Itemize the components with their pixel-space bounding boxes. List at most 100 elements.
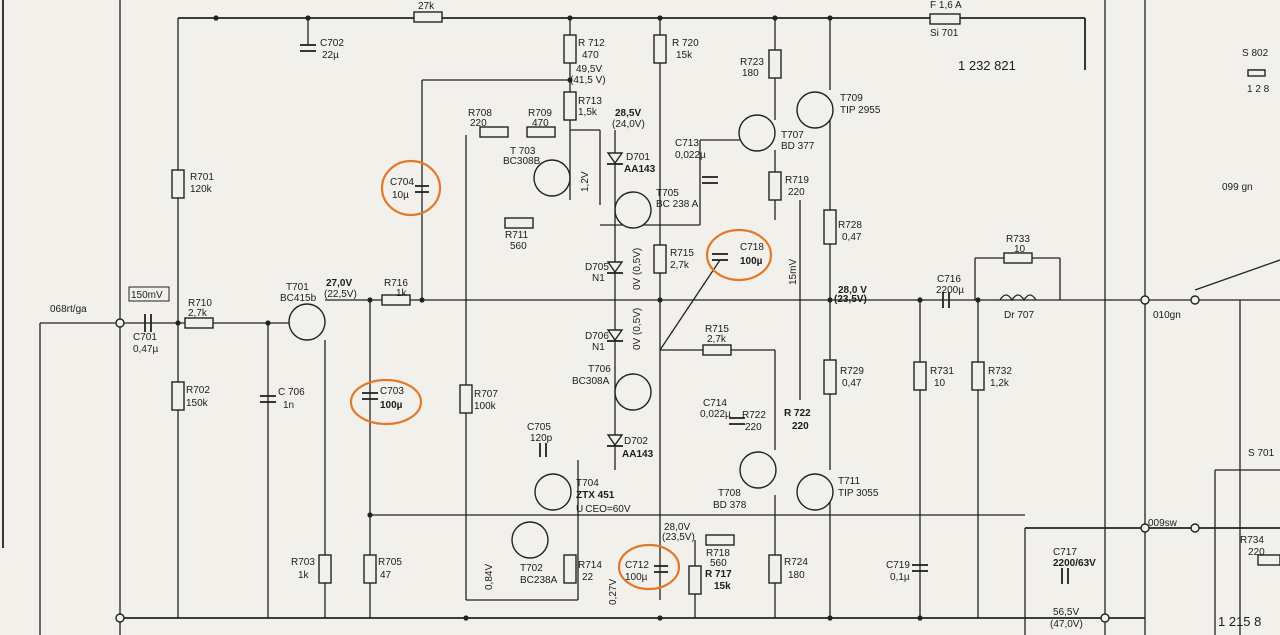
t701-id: T701: [286, 282, 309, 293]
choke-label: Dr 707: [1004, 310, 1034, 321]
diode-symbols: [606, 152, 624, 447]
t708-type: BD 378: [713, 500, 747, 511]
t709-type: TIP 2955: [840, 105, 881, 116]
r719-value: 220: [788, 187, 805, 198]
d705-id: D705: [585, 262, 609, 273]
c712-id: C712: [625, 560, 649, 571]
r708-id: R708: [468, 108, 492, 119]
t711-id: T711: [838, 476, 860, 487]
r703-id: R703: [291, 557, 315, 568]
t701-type: BC415b: [280, 293, 317, 304]
r728-id: R728: [838, 220, 862, 231]
t708-id: T708: [718, 488, 741, 499]
r707-value: 100k: [474, 401, 497, 412]
c714-id: C714: [703, 398, 727, 409]
c702-id: C702: [320, 38, 344, 49]
v-t701-nominal: 27,0V: [326, 278, 352, 289]
r713-id: R713: [578, 96, 602, 107]
t705-id: T705: [656, 188, 679, 199]
t703-id: T 703: [510, 146, 536, 157]
fuse-id: Si 701: [930, 28, 959, 39]
c706-value: 1n: [283, 400, 294, 411]
c701-id: C701: [133, 332, 157, 343]
labels: 27k F 1,6 A Si 701 1 232 821 S 802 1 2 8…: [50, 0, 1275, 630]
r722-id: R722: [742, 410, 766, 421]
highlight-rings: [349, 159, 773, 591]
r715b-id: R715: [705, 324, 729, 335]
connector-terminals: [115, 295, 1200, 623]
r724-id: R724: [784, 557, 808, 568]
r716-id: R716: [384, 278, 408, 289]
v-supply-nominal: 56,5V: [1053, 607, 1079, 618]
c716-value: 2200µ: [936, 285, 964, 296]
r710-value: 2,7k: [188, 308, 208, 319]
t706-type: BC308A: [572, 376, 610, 387]
c719-value: 0,1µ: [890, 572, 910, 583]
v-t701-alt: (22,5V): [324, 289, 357, 300]
input-level-box: [128, 286, 170, 302]
r710-id: R710: [188, 298, 212, 309]
highlight-c703: [349, 378, 423, 426]
r705-id: R705: [378, 557, 402, 568]
t709-id: T709: [840, 93, 863, 104]
v-d701-nominal: 28,5V: [615, 108, 641, 119]
r724-value: 180: [788, 570, 805, 581]
v-12: 1,2V: [580, 171, 591, 192]
part-number-bottom: 1 215 8: [1218, 614, 1261, 629]
input-connector-label: 068rt/ga: [50, 304, 87, 315]
r714-id: R714: [578, 560, 602, 571]
d701-id: D701: [626, 152, 650, 163]
t704-type: ZTX 451: [576, 490, 615, 501]
highlight-c718: [705, 228, 773, 282]
v-027: 0,27V: [608, 579, 619, 605]
d702-type: AA143: [622, 449, 654, 460]
r723-value: 180: [742, 68, 759, 79]
c704-id: C704: [390, 177, 414, 188]
c703-id: C703: [380, 386, 404, 397]
d705-type: N1: [592, 273, 605, 284]
t711-type: TIP 3055: [838, 488, 879, 499]
c706-id: C 706: [278, 387, 305, 398]
junction-dots: [175, 15, 981, 621]
d702-id: D702: [624, 436, 648, 447]
r709-value: 470: [532, 118, 549, 129]
r723-id: R723: [740, 57, 764, 68]
r731-value: 10: [934, 378, 946, 389]
r718-value: 560: [710, 558, 727, 569]
v-d701-alt: (24,0V): [612, 119, 645, 130]
fuse-rating: F 1,6 A: [930, 0, 962, 11]
r703-value: 1k: [298, 570, 310, 581]
c705-value: 120p: [530, 433, 553, 444]
c712-value: 100µ: [625, 572, 648, 583]
c701-value: 0,47µ: [133, 344, 158, 355]
output-connector-label: 010gn: [1153, 310, 1181, 321]
r729-value: 0,47: [842, 378, 862, 389]
top-r-value: 27k: [418, 1, 435, 12]
t702-type: BC238A: [520, 575, 558, 586]
r722b-id: R 722: [784, 408, 811, 419]
v-r712-alt: (41,5 V): [570, 75, 606, 86]
v-r712-nominal: 49,5V: [576, 64, 602, 75]
v-c712-nominal: 28,0V: [664, 522, 690, 533]
r719-id: R719: [785, 175, 809, 186]
v-05-upper: 0V (0,5V): [632, 248, 643, 290]
c714-value: 0,022µ: [700, 409, 731, 420]
v-out-alt: (23,5V): [834, 294, 867, 305]
r715-id: R715: [670, 248, 694, 259]
r717-value: 15k: [714, 581, 731, 592]
r732-value: 1,2k: [990, 378, 1010, 389]
t707-type: BD 377: [781, 141, 815, 152]
r722-value: 220: [745, 422, 762, 433]
r716-value: 1k: [396, 288, 408, 299]
r731-id: R731: [930, 366, 954, 377]
capacitor-plates: [144, 44, 1069, 584]
choke-and-fuse: [929, 13, 1266, 302]
switch-connector-label: 009sw: [1148, 518, 1178, 529]
highlight-c712: [617, 543, 681, 591]
r713-value: 1,5k: [578, 107, 598, 118]
r701-id: R701: [190, 172, 214, 183]
transistor-symbols: [288, 91, 834, 559]
r717-id: R 717: [705, 569, 732, 580]
c702-value: 22µ: [322, 50, 339, 61]
